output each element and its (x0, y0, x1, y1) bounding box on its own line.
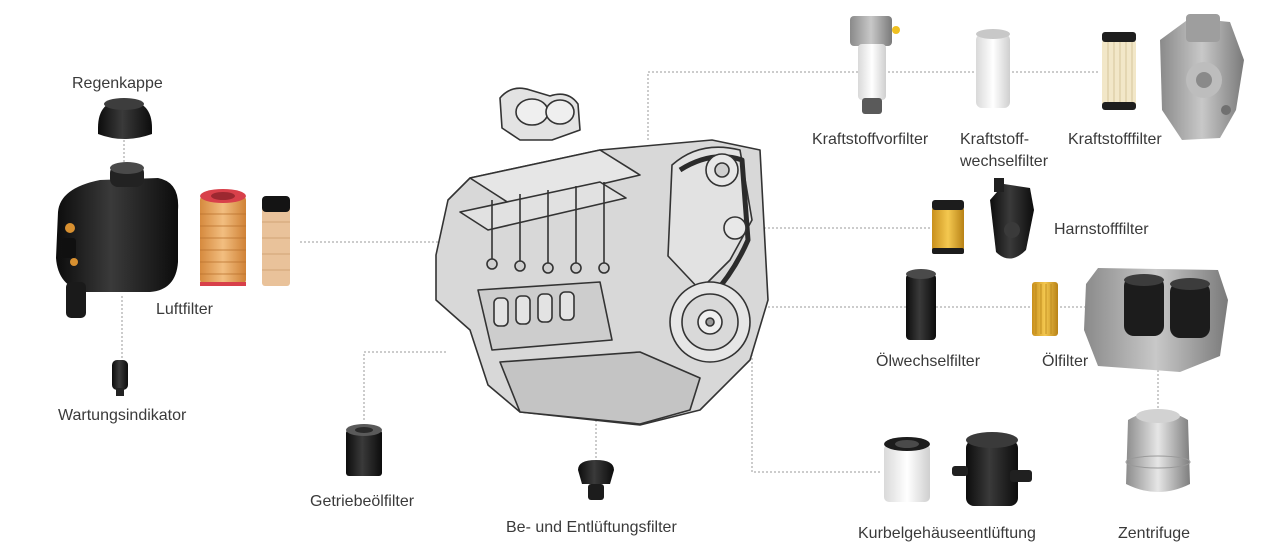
entlueftungsfilter-icon (578, 460, 614, 500)
kraftstofffilter-element-icon (1102, 32, 1136, 110)
oelfilter-icon (1032, 282, 1058, 336)
label-oelwechselfilter: Ölwechselfilter (876, 353, 981, 370)
label-getriebeoelfilter: Getriebeölfilter (310, 493, 415, 510)
label-kraftstoffwechselfilter-line2: wechselfilter (960, 153, 1049, 170)
getriebeoelfilter-icon (346, 424, 382, 476)
oelwechselfilter-icon (906, 269, 936, 340)
harnstofffilter-housing-icon (990, 178, 1034, 259)
air-filter-element-red-icon (200, 189, 246, 286)
label-kraftstoffwechselfilter-line1: Kraftstoff- (960, 131, 1030, 148)
kraftstoffwechselfilter-icon (976, 29, 1010, 108)
label-zentrifuge: Zentrifuge (1118, 525, 1191, 542)
kurbelgehaeuseentlueftung-element-icon (884, 437, 930, 502)
regenkappe-icon (98, 98, 152, 139)
label-wartungsindikator: Wartungsindikator (58, 407, 187, 424)
label-luftfilter: Luftfilter (156, 301, 213, 318)
air-filter-housing-icon (56, 162, 179, 318)
label-kraftstofffilter: Kraftstofffilter (1068, 131, 1162, 148)
label-harnstofffilter: Harnstofffilter (1054, 221, 1149, 238)
label-regenkappe: Regenkappe (72, 75, 163, 92)
kurbelgehaeuseentlueftung-housing-icon (952, 432, 1032, 506)
wartungsindikator-icon (112, 360, 128, 396)
zentrifuge-icon (1125, 409, 1191, 492)
label-kraftstoffvorfilter: Kraftstoffvorfilter (812, 131, 929, 148)
kraftstofffilter-module-icon (1160, 14, 1244, 140)
label-entlueftungsfilter: Be- und Entlüftungsfilter (506, 519, 677, 536)
oil-filter-module-icon (1084, 268, 1228, 372)
label-oelfilter: Ölfilter (1042, 353, 1089, 370)
engine-illustration (435, 87, 769, 426)
kraftstoffvorfilter-icon (850, 16, 900, 114)
harnstofffilter-cartridge-icon (932, 200, 964, 254)
air-filter-element-secondary-icon (262, 196, 290, 286)
label-kurbelgehaeuseentlueftung: Kurbelgehäuseentlüftung (858, 525, 1036, 542)
